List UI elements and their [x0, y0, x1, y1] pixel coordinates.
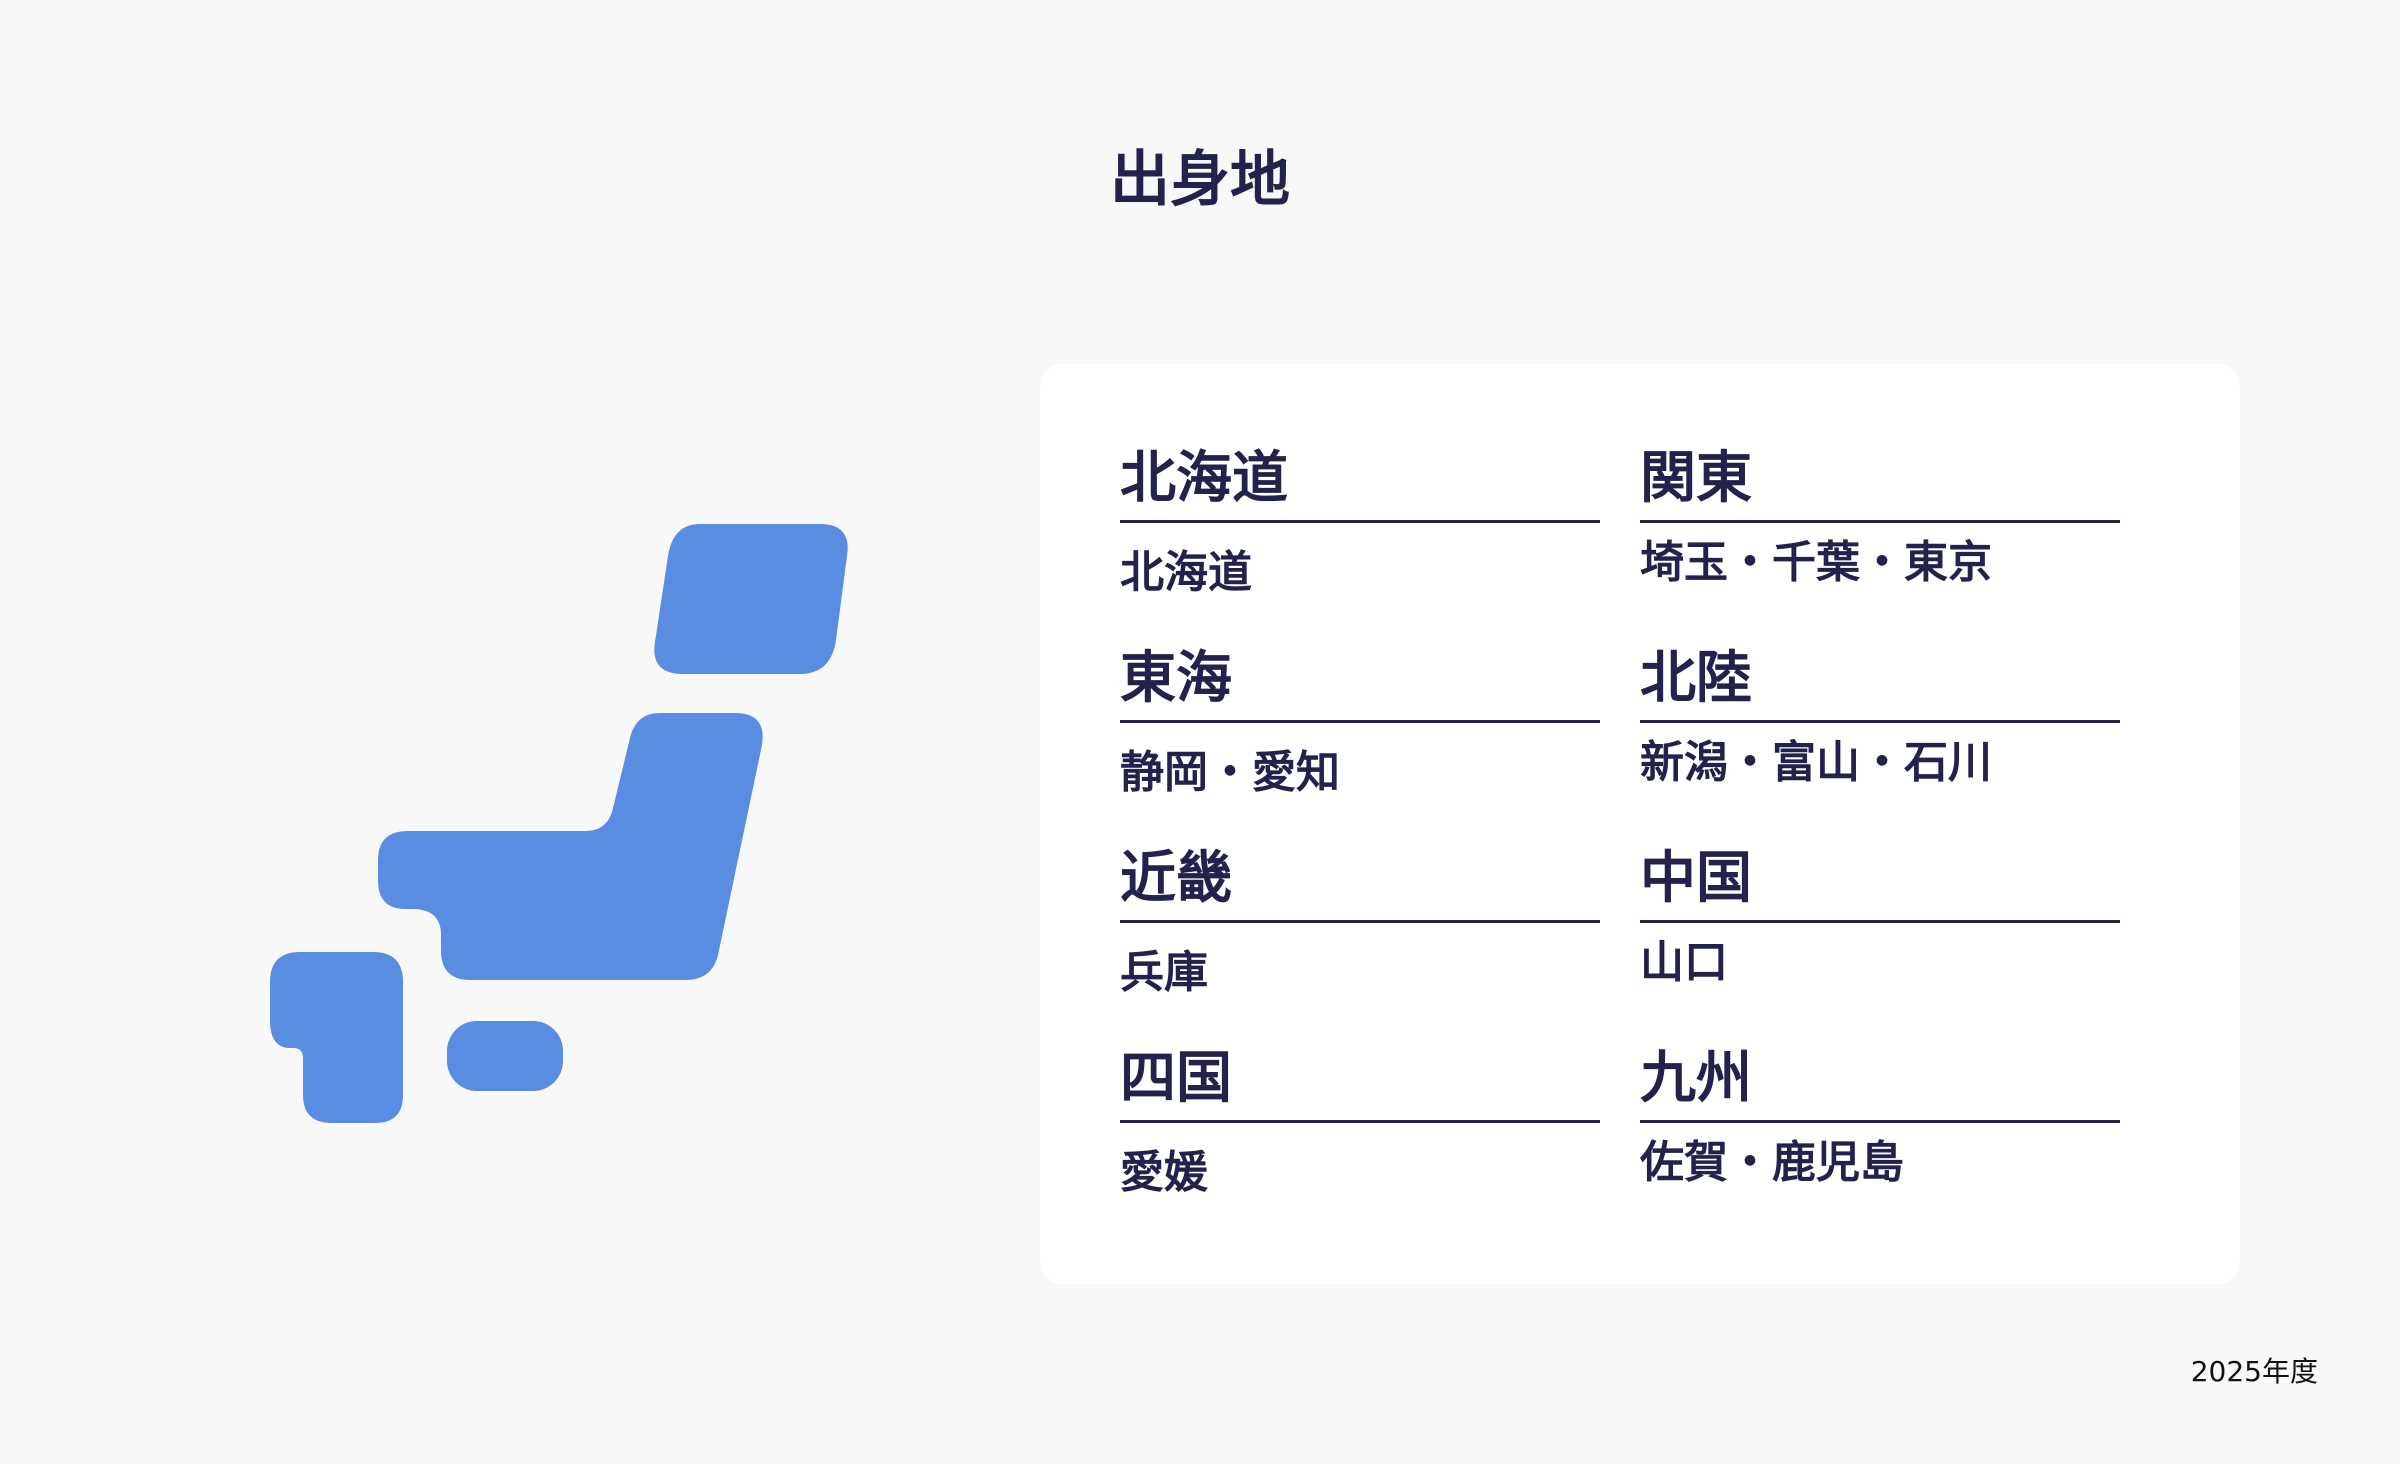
page-title-text: 出身地 — [1110, 145, 1290, 215]
japan-map-icon — [270, 524, 848, 1123]
region-name: 北陸 — [1640, 646, 1752, 711]
region-name: 四国 — [1120, 1046, 1232, 1111]
divider — [1120, 1120, 1600, 1123]
region-kyushu: 九州 佐賀・鹿児島 — [1640, 1040, 2120, 1240]
region-tokai: 東海 静岡・愛知 — [1120, 640, 1600, 840]
divider — [1120, 920, 1600, 923]
hokkaido-shape — [654, 524, 848, 674]
region-kanto: 関東 埼玉・千葉・東京 — [1640, 440, 2120, 640]
fiscal-year-label: 2025年度 — [2190, 1355, 2318, 1388]
region-kinki: 近畿 兵庫 — [1120, 840, 1600, 1040]
divider — [1640, 1120, 2120, 1123]
region-prefectures: 北海道 — [1120, 547, 1252, 598]
divider — [1640, 720, 2120, 723]
page-title: 出身地 — [0, 140, 2400, 220]
region-hokkaido: 北海道 北海道 — [1120, 440, 1600, 640]
shikoku-shape — [447, 1021, 563, 1091]
region-chugoku: 中国 山口 — [1640, 840, 2120, 1040]
region-prefectures: 新潟・富山・石川 — [1640, 737, 1992, 788]
region-name: 近畿 — [1120, 846, 1232, 911]
divider — [1640, 520, 2120, 523]
region-prefectures: 佐賀・鹿児島 — [1640, 1137, 1904, 1188]
region-prefectures: 山口 — [1640, 937, 1728, 988]
region-prefectures: 愛媛 — [1120, 1147, 1208, 1198]
region-shikoku: 四国 愛媛 — [1120, 1040, 1600, 1240]
region-name: 九州 — [1640, 1046, 1752, 1111]
divider — [1120, 520, 1600, 523]
region-name: 北海道 — [1120, 446, 1288, 511]
divider — [1120, 720, 1600, 723]
region-hokuriku: 北陸 新潟・富山・石川 — [1640, 640, 2120, 840]
regions-card: 北海道 北海道 東海 静岡・愛知 近畿 兵庫 四国 愛媛 関東 — [1040, 364, 2240, 1284]
region-name: 関東 — [1640, 446, 1752, 511]
region-name: 中国 — [1640, 846, 1752, 911]
honshu-shape — [378, 713, 763, 980]
divider — [1640, 920, 2120, 923]
kyushu-shape — [270, 952, 403, 1123]
region-name: 東海 — [1120, 646, 1232, 711]
region-prefectures: 兵庫 — [1120, 947, 1208, 998]
region-prefectures: 静岡・愛知 — [1120, 747, 1340, 798]
region-prefectures: 埼玉・千葉・東京 — [1640, 537, 1992, 588]
